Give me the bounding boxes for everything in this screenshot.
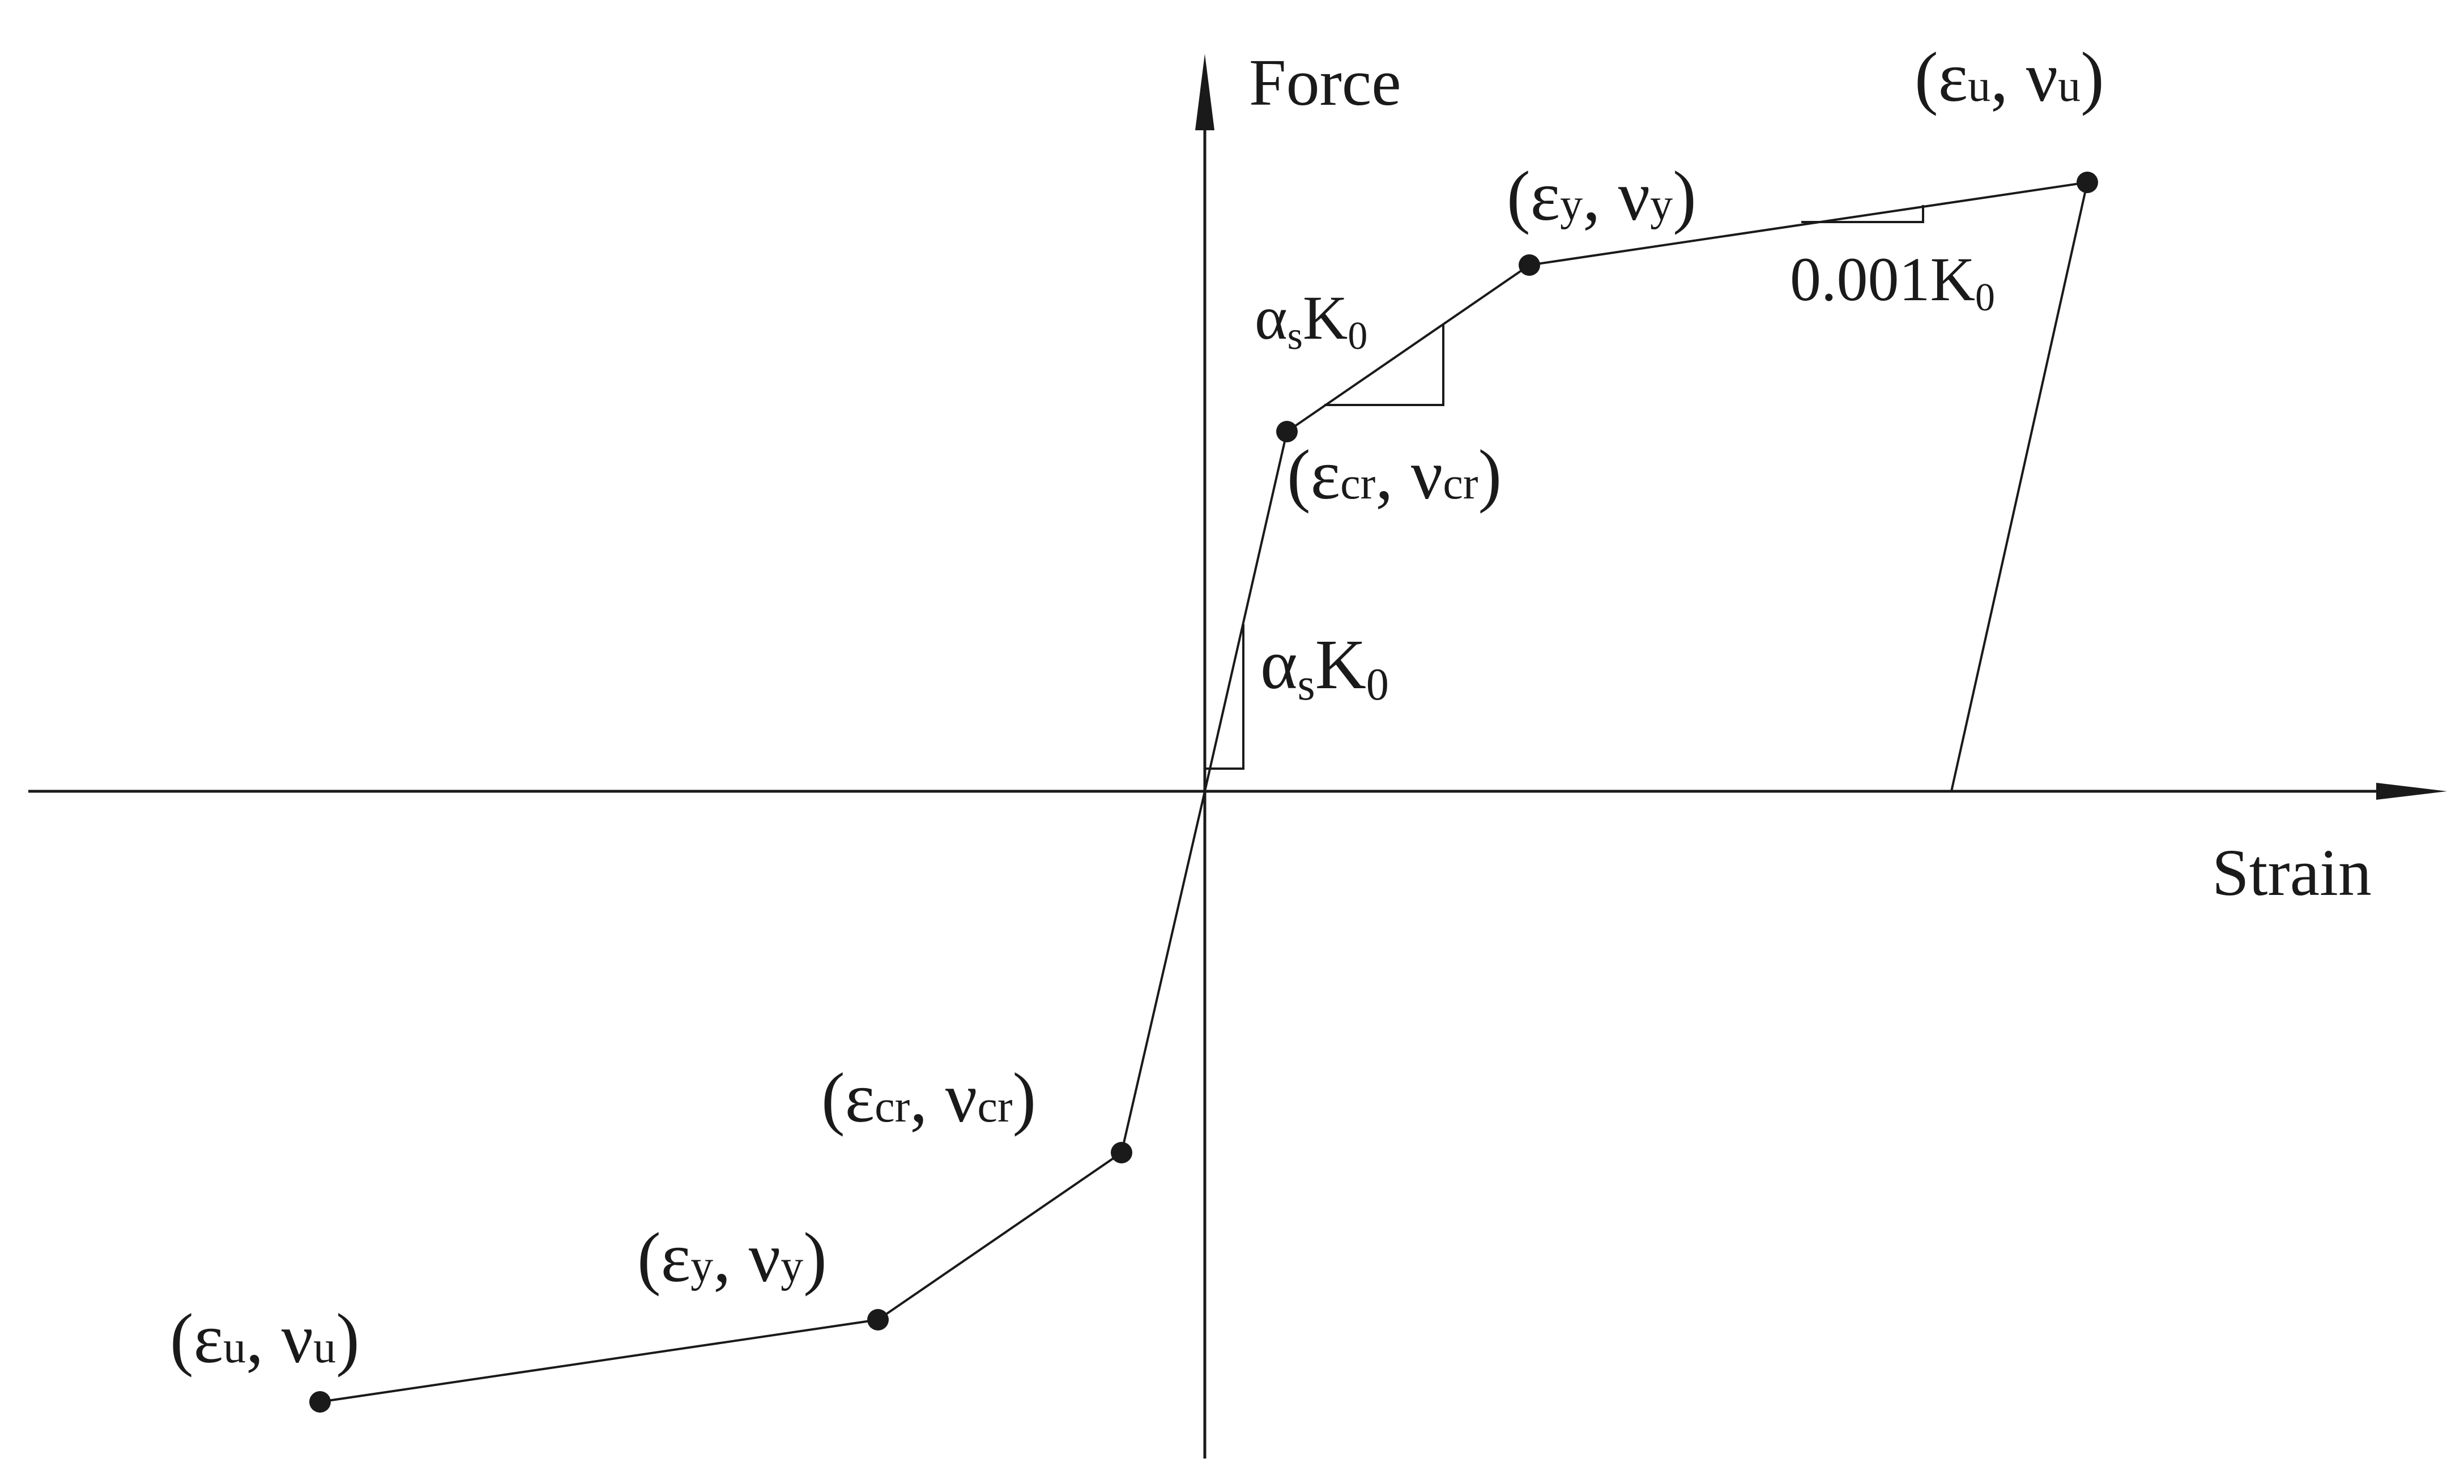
point-neg-yield (867, 1309, 889, 1331)
x-axis-arrow-icon (2376, 783, 2447, 800)
label-pos-yield: (εy, νy) (1507, 157, 1696, 236)
axes (28, 54, 2447, 1459)
hardening-slope-triangle (1801, 205, 1924, 223)
characteristic-points (309, 172, 2098, 1413)
point-pos-crack (1276, 421, 1298, 442)
point-pos-yield (1519, 254, 1540, 276)
label-slope-post-crack: αsK0 (1255, 283, 1367, 358)
x-axis-label: Strain (2212, 835, 2372, 910)
label-pos-crack: (εcr, νcr) (1287, 436, 1502, 514)
label-neg-yield: (εy, νy) (637, 1219, 827, 1297)
label-pos-ultimate: (εu, νu) (1915, 39, 2104, 117)
point-pos-ultimate (2077, 172, 2098, 193)
point-neg-ultimate (309, 1391, 331, 1413)
point-neg-crack (1111, 1142, 1132, 1163)
label-neg-crack: (εcr, νcr) (821, 1059, 1036, 1137)
label-slope-hardening: 0.001K0 (1790, 245, 1995, 319)
initial-slope-triangle (1205, 624, 1244, 770)
label-neg-ultimate: (εu, νu) (170, 1300, 360, 1378)
post-crack-slope-triangle (1324, 324, 1444, 406)
label-slope-initial: αsK0 (1260, 626, 1389, 710)
y-axis-arrow-icon (1195, 54, 1214, 130)
slope-triangles (1205, 205, 1924, 770)
backbone-curve (319, 181, 2089, 1403)
y-axis-label: Force (1249, 45, 1401, 120)
